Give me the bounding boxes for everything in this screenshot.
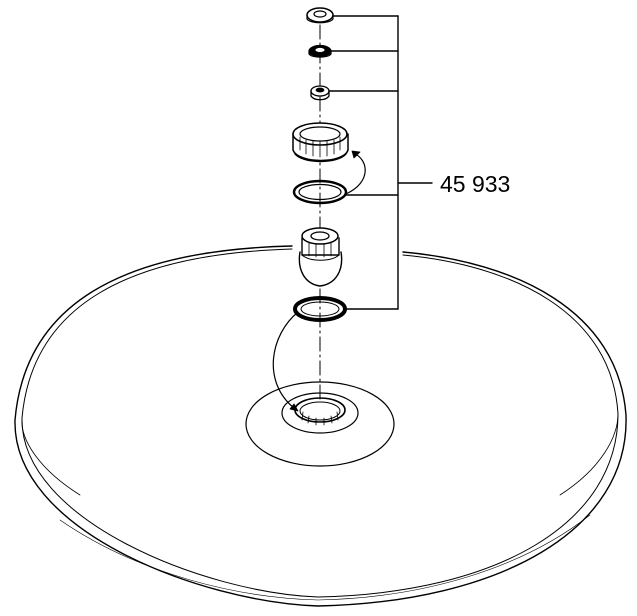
insertion-arrow-o-ring	[345, 150, 366, 195]
washer-black	[308, 44, 332, 58]
threaded-nut	[292, 122, 349, 163]
washer-top	[306, 7, 334, 24]
ball-joint	[298, 227, 343, 287]
part-kit-bracket	[328, 15, 433, 310]
insertion-arrow-gasket	[272, 311, 299, 412]
part-number-label: 45 933	[440, 171, 510, 197]
shower-head-disc	[14, 245, 627, 607]
o-ring	[292, 179, 348, 205]
small-insert	[310, 85, 330, 101]
